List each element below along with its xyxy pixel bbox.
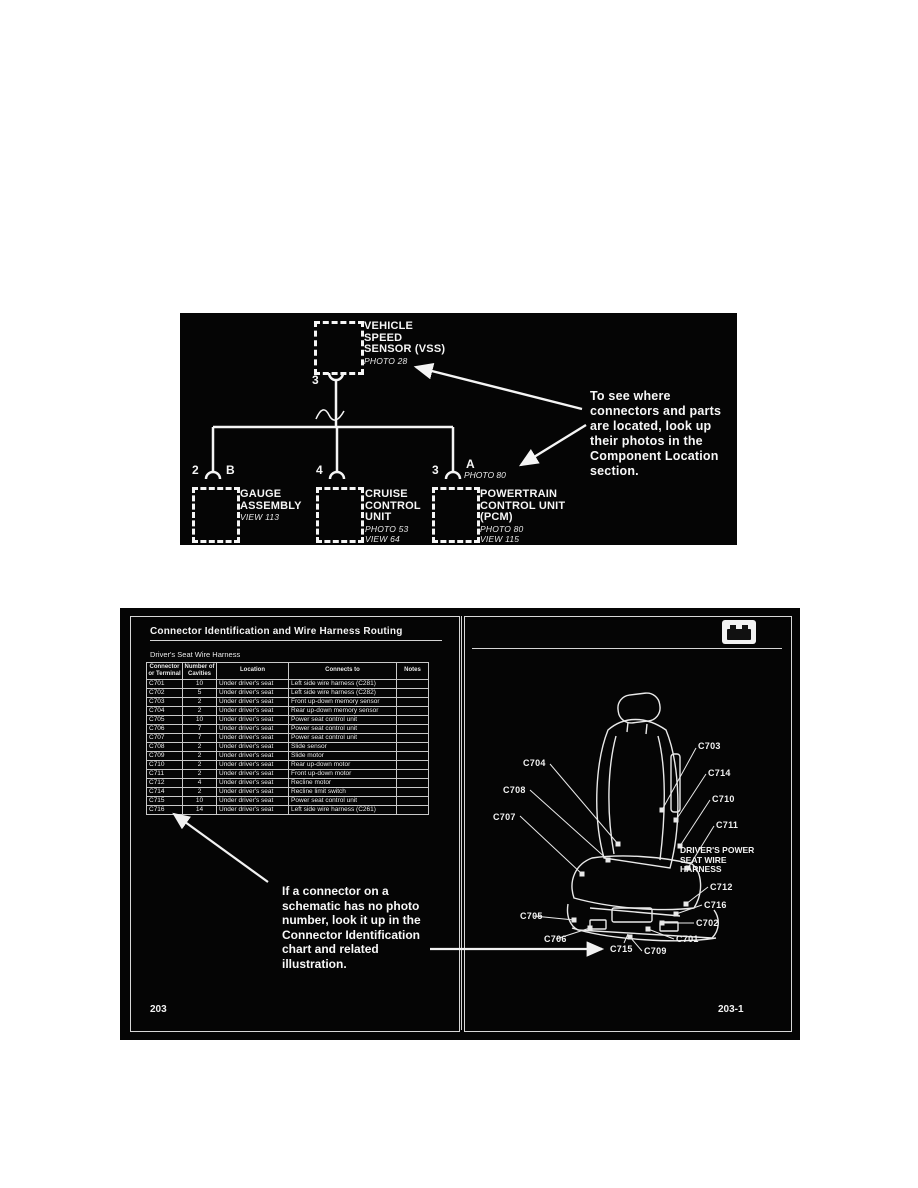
label-line: GAUGE [240,488,282,500]
page-spine [461,616,462,1030]
left-page-section-label: Driver's Seat Wire Harness [150,650,241,659]
right-page-number: 203-1 [718,1004,744,1015]
cruise-control-label: CRUISE CONTROL UNIT PHOTO 53 VIEW 64 [365,488,421,544]
view-ref: VIEW 115 [480,533,520,544]
label-line: VEHICLE [364,320,414,332]
left-page-number: 203 [150,1004,167,1015]
connector-callout: C709 [644,946,667,956]
connector-callout: C704 [523,758,546,768]
label-line: CRUISE [365,488,408,500]
label-line: CONTROL [365,499,421,512]
seat-illustration-svg [172,692,719,957]
pcm-label: POWERTRAIN CONTROL UNIT (PCM) PHOTO 80 V… [480,488,566,544]
note-arrow-to-pcm [518,423,587,467]
vss-box [314,321,364,375]
photo-ref: PHOTO 53 [365,523,409,534]
left-page-title: Connector Identification and Wire Harnes… [150,626,403,637]
gauge-cavity-count: 2 [192,463,199,477]
connector-callout: C711 [716,820,739,830]
pcm-terminal-photo-ref: PHOTO 80 [464,470,506,480]
pcm-box [432,487,480,543]
label-line: HARNESS [680,864,722,874]
view-ref: VIEW 64 [365,533,400,544]
schematic-wiring-svg [204,362,587,480]
photo-ref: PHOTO 80 [480,523,524,534]
label-line: SEAT WIRE [680,854,727,865]
label-line: CONTROL UNIT [480,499,566,512]
connector-callout: C705 [520,911,543,921]
connector-callout: C703 [698,741,721,751]
gauge-assembly-label: GAUGE ASSEMBLY VIEW 113 [240,488,302,522]
battery-icon [722,620,756,644]
right-page-rule [472,648,782,649]
pcm-cavity-count: 3 [432,463,439,477]
pcm-terminal-letter: A [466,457,475,471]
connector-callout: C706 [544,934,567,944]
cruise-control-box [316,487,364,543]
label-line: DRIVER'S POWER [680,845,755,855]
connector-callout: C716 [704,900,727,910]
left-page-note: If a connector on a schematic has no pho… [282,884,421,971]
gauge-terminal-letter: B [226,463,235,477]
label-line: SPEED [364,331,403,344]
connector-callout: C707 [493,812,516,822]
vss-cavity-count: 3 [312,373,319,387]
note-arrow-to-table [172,812,269,883]
vss-label: VEHICLE SPEED SENSOR (VSS) PHOTO 28 [364,320,446,366]
connector-callout: C715 [610,944,633,954]
connector-callout: C701 [676,934,699,944]
connector-callout: C702 [696,918,719,928]
cruise-cavity-count: 4 [316,463,323,477]
connector-callout: C710 [712,794,735,804]
table-cell [396,804,429,815]
left-page [130,616,460,1032]
column-header: Notes [396,662,429,680]
connector-callout: C714 [708,768,731,778]
component-location-note: To see where connectors and parts are lo… [590,389,722,478]
label-line: ASSEMBLY [240,499,302,512]
connector-callout: C708 [503,785,526,795]
photo-ref: PHOTO 28 [364,355,408,366]
manual-spread-panel: Connector Identification and Wire Harnes… [120,608,800,1040]
right-page [464,616,792,1032]
wire-annotation-squiggle [315,409,345,421]
label-line: SENSOR (VSS) [364,343,446,355]
gauge-assembly-box [192,487,240,543]
label-line: (PCM) [480,511,513,523]
callout-leader-lines [519,747,715,952]
view-ref: VIEW 113 [240,512,280,522]
seat-outline [566,692,719,942]
connector-callout: C712 [710,882,733,892]
schematic-panel: VEHICLE SPEED SENSOR (VSS) PHOTO 28 3 2 … [180,313,737,545]
label-line: POWERTRAIN [480,488,558,500]
title-rule [150,640,442,641]
harness-label: DRIVER'S POWER SEAT WIRE HARNESS [680,845,755,875]
note-arrow-to-vss [413,362,583,411]
label-line: UNIT [365,511,392,523]
